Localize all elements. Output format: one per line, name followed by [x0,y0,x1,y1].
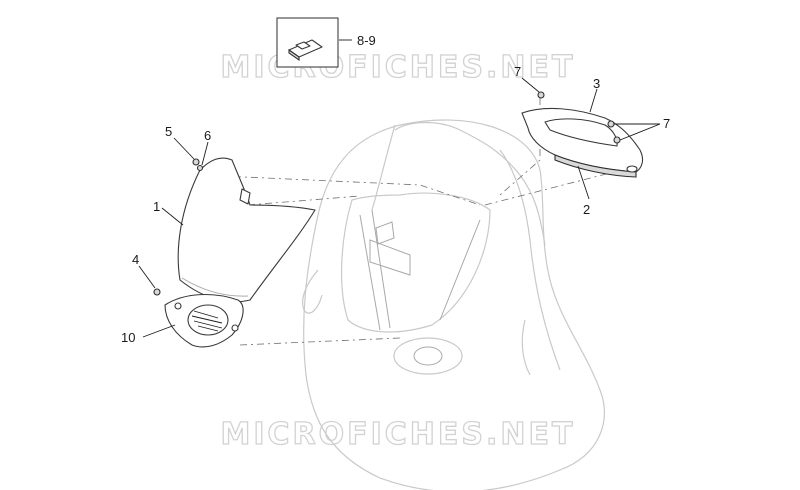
callout-1: 1 [153,199,160,214]
screw-part-5 [192,158,200,166]
screw-part-7b [607,120,615,128]
callouts: 8-9 5 6 1 4 10 7 3 7 2 [121,33,670,345]
watermark-bottom: MICROFICHES.NET [221,417,576,452]
callout-3: 3 [593,76,600,91]
handlebar-cover-part-3 [521,107,644,178]
washer-part-6 [196,164,204,172]
callout-10: 10 [121,330,135,345]
front-panel-part-1 [177,157,316,303]
callout-2: 2 [583,202,590,217]
callout-7-right: 7 [663,116,670,131]
callout-4: 4 [132,252,139,267]
callout-7-left: 7 [514,64,521,79]
clip-part-inset [276,17,339,68]
callout-5: 5 [165,124,172,139]
screw-part-4 [153,288,161,296]
screw-part-7a [537,91,545,99]
leg-shield-body [302,119,605,490]
watermark-top: MICROFICHES.NET [221,50,576,85]
callout-6: 6 [204,128,211,143]
screw-part-7c [613,136,621,144]
grille-cover-part-10 [164,293,244,348]
leader-lines [138,39,661,338]
callout-8-9: 8-9 [357,33,376,48]
screws [153,91,621,296]
